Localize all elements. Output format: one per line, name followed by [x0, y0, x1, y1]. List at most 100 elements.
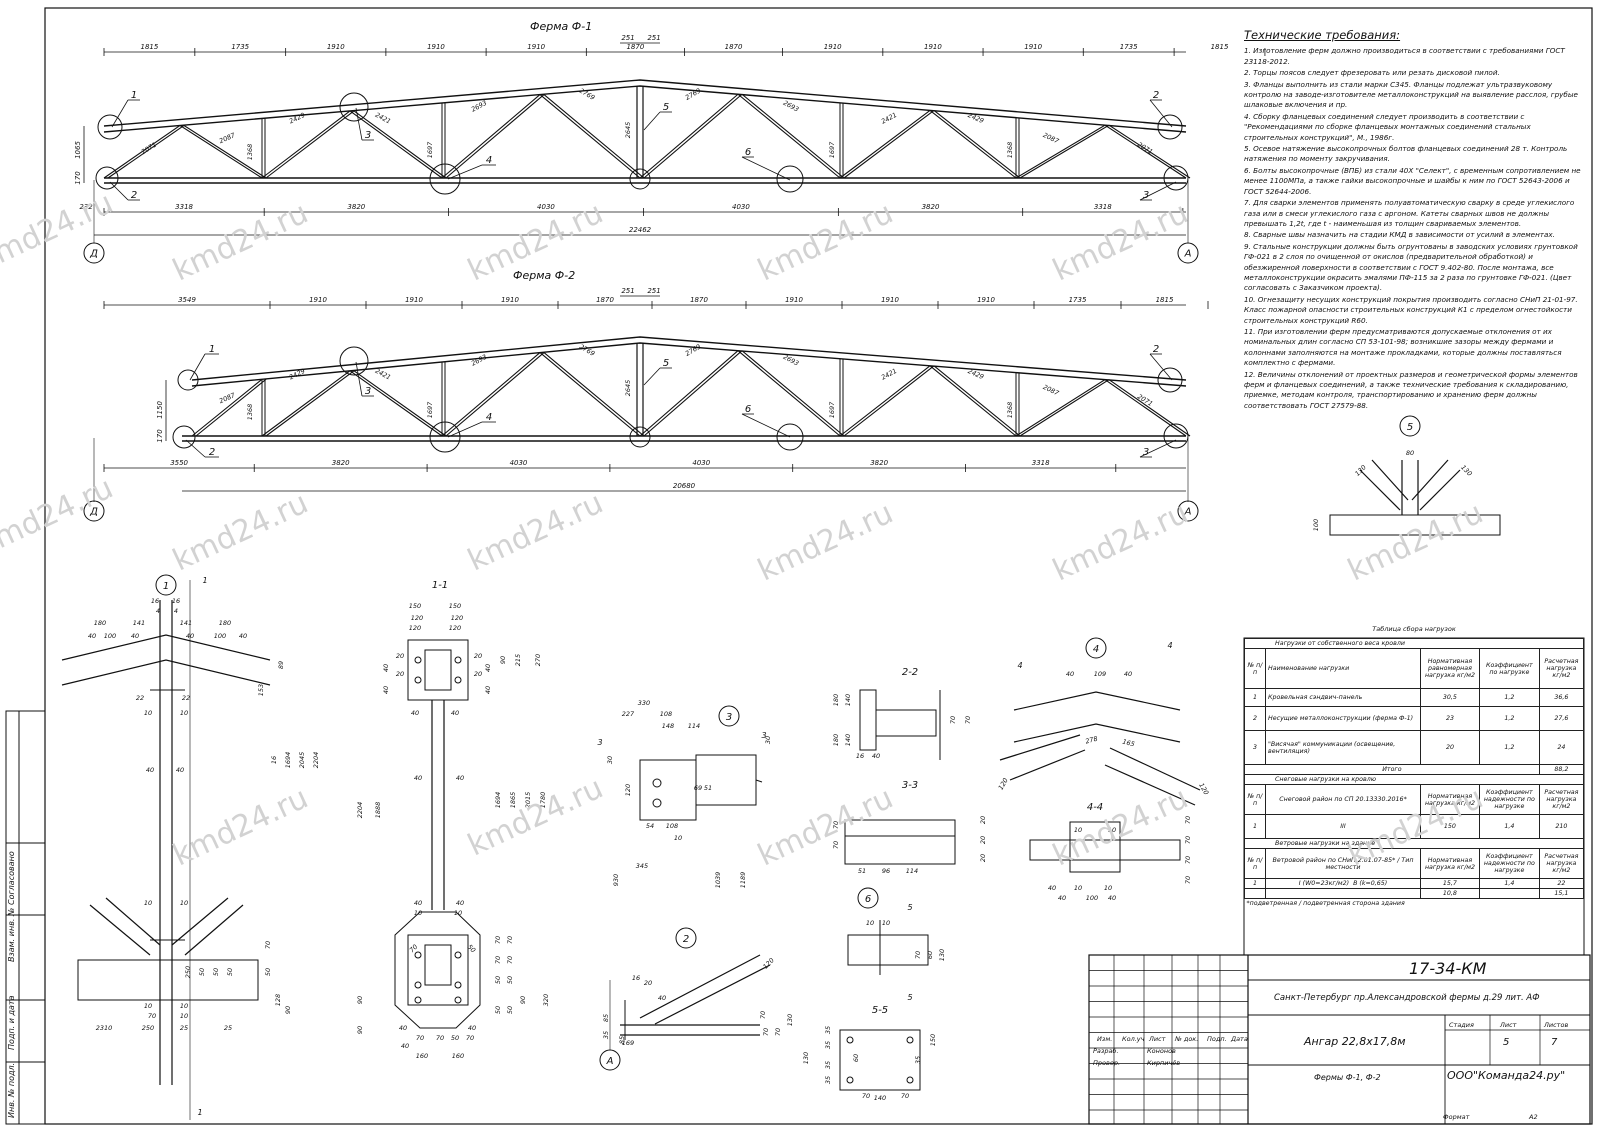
dimension-label: 70: [964, 716, 972, 724]
top-chord: [1013, 691, 1181, 711]
side-stamp-sign: Подп. и дата: [7, 995, 16, 1050]
dimension-label: 120: [449, 624, 461, 632]
diagonal-member: [261, 370, 351, 437]
node-circle: [776, 423, 804, 451]
dimension-label: 160: [452, 1052, 464, 1060]
dimension-label: 1: [197, 1108, 202, 1117]
th: № п/п: [1244, 648, 1266, 689]
dimension-label: 3549: [178, 296, 196, 304]
cell: 1,2: [1478, 706, 1540, 731]
member-length: 1368: [246, 404, 254, 421]
dimension-label: 1888: [374, 802, 382, 819]
plate: [839, 1029, 921, 1091]
node-circle: [1163, 423, 1189, 449]
total-dimension: 20680: [673, 482, 696, 490]
dimension-label: 130: [1459, 463, 1473, 477]
dimension-label: 130: [938, 949, 946, 961]
dimension-label: 1910: [427, 43, 445, 51]
dimension-label: 70: [914, 951, 922, 959]
node-circle: [177, 369, 199, 391]
member-length: 1697: [828, 141, 836, 158]
dimension-label: 1735: [1120, 43, 1138, 51]
diagonal-member: [539, 352, 641, 437]
cell: Несущие металлоконструкции (ферма Ф-1): [1265, 706, 1421, 731]
node-circle: [429, 163, 461, 195]
dimension-label: 108: [660, 710, 672, 718]
diagonal-member: [929, 109, 1017, 179]
dimension-label: 40: [1066, 670, 1074, 678]
leader-line: [755, 779, 763, 783]
dimension-label: 70: [774, 1028, 782, 1036]
sheet-label: Лист: [1500, 1021, 1517, 1029]
dimension-label: 40: [1124, 670, 1132, 678]
callout-number: 1: [131, 90, 137, 101]
detail-label: 5-5: [872, 1005, 888, 1016]
member-length: 2071: [1136, 141, 1154, 157]
cell: 1: [1244, 878, 1266, 889]
detail-label: 3-3: [902, 780, 918, 791]
dimension-label: 150: [409, 602, 421, 610]
member-length: 1697: [828, 401, 836, 418]
diagonal-member: [543, 352, 645, 437]
dimension-label: 2310: [96, 1024, 113, 1032]
technical-requirements: Технические требования: 1. Изготовление …: [1244, 29, 1584, 412]
dimension-label: 50: [506, 976, 514, 984]
address: Санкт-Петербург пр.Александровской фермы…: [1274, 993, 1540, 1003]
member-length: 2087: [1042, 383, 1061, 398]
dimension-label: 30: [764, 736, 772, 744]
dimension-label: 10: [1074, 884, 1082, 892]
dimension-label: 40: [872, 752, 880, 760]
th-terrain: Тип местности: [1325, 856, 1414, 871]
dimension-label: 40: [401, 1042, 409, 1050]
diagonal-member: [843, 365, 935, 437]
dimension-label: 40: [146, 766, 154, 774]
dimension-label: 4: [156, 607, 160, 615]
dimension-label: 1870: [626, 43, 644, 51]
dimension-label: 130: [802, 1052, 810, 1064]
diagonal-member: [265, 110, 355, 179]
dimension-label: 4030: [732, 203, 750, 211]
detail-label: 4-4: [1087, 802, 1103, 813]
dimension-label: 1: [202, 576, 207, 585]
dimension-label: 70: [494, 956, 502, 964]
member-length: 2429: [288, 367, 306, 381]
dimension-label: 3318: [1094, 203, 1112, 211]
dimension-label: 140: [844, 734, 852, 746]
dimension-label: 20: [644, 979, 652, 987]
dimension-label: 10: [882, 919, 890, 927]
diagonal-member: [643, 93, 743, 179]
diagonal-member: [839, 109, 931, 179]
leader-line: [1149, 353, 1173, 381]
th: Снеговой район по СП 20.13330.2016*: [1265, 784, 1421, 815]
diagonal-member: [639, 350, 739, 437]
member-length: 2769: [578, 87, 596, 102]
dimension-label: 2045: [298, 752, 306, 769]
dimension-label: 10: [414, 909, 422, 917]
chord-section: [1029, 839, 1181, 861]
chord-section: [1329, 514, 1501, 536]
diagonal-member: [445, 352, 545, 437]
flange-plate: [695, 754, 757, 806]
leader-line: [355, 107, 363, 141]
leader-line: [111, 99, 129, 128]
dimension-label: 80: [1406, 449, 1414, 457]
axis-label: А: [1184, 249, 1192, 260]
diagonal-member: [103, 125, 181, 179]
dimension-label: 70: [1184, 876, 1192, 884]
th: Коэффициент надежности по нагрузке: [1478, 848, 1540, 879]
dimension-label: 930: [612, 874, 620, 886]
member-length: 2087: [218, 131, 237, 145]
sheet-frame: [44, 7, 1593, 1125]
dimension-label: 40: [1058, 894, 1066, 902]
dimension-label: 1815: [1211, 43, 1229, 51]
diagonal-member: [349, 370, 443, 437]
wind-region: I (W0=23кг/м2): [1298, 880, 1350, 887]
bolt-hole: [454, 951, 462, 959]
top-chord: [61, 659, 271, 686]
drawing-code: 17-34-КМ: [1409, 959, 1487, 978]
dimension-label: 40: [88, 632, 96, 640]
top-chord: [103, 79, 1187, 127]
dimension-label: 1910: [327, 43, 345, 51]
flange-plate: [407, 639, 469, 701]
dimension-label: 20: [979, 816, 987, 824]
